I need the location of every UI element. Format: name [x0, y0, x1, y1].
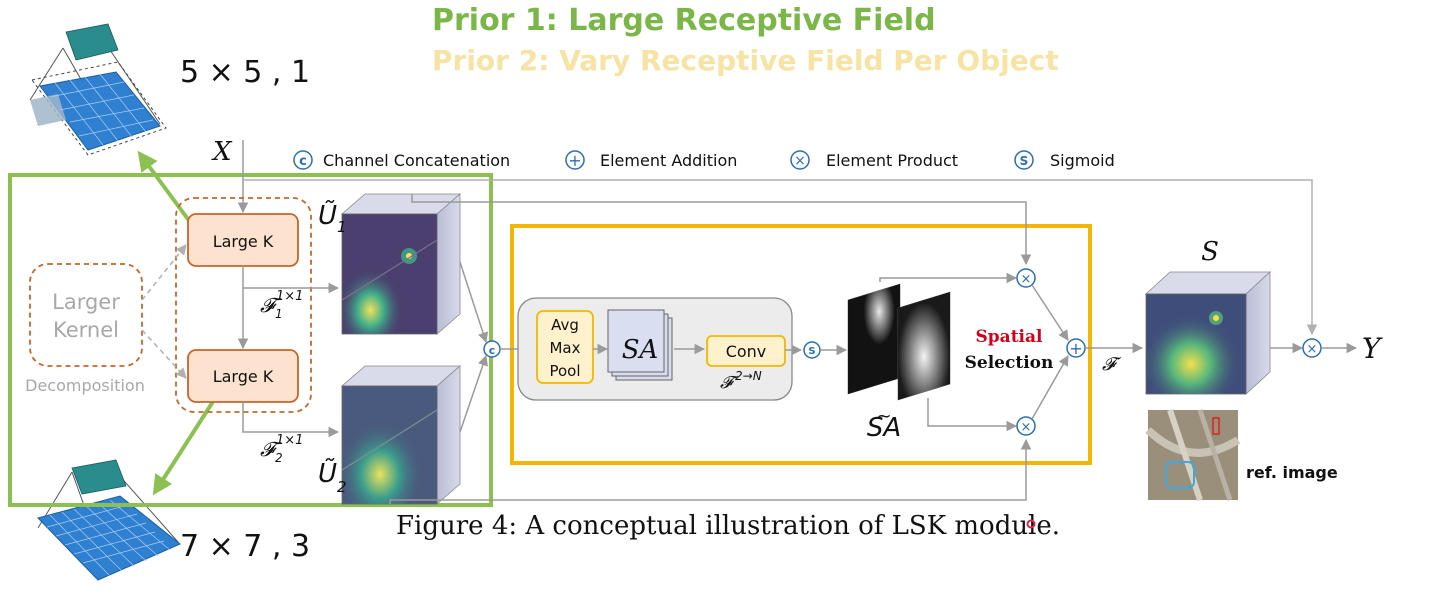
prior1-title: Prior 1: Large Receptive Field: [432, 3, 936, 38]
u1-label: Ũ 1: [318, 199, 347, 236]
ref-image-label: ref. image: [1246, 463, 1338, 482]
svg-text:1: 1: [275, 307, 283, 321]
sa-label: SA: [622, 335, 659, 365]
svg-text:2: 2: [337, 478, 347, 496]
u1-feature-cube: [340, 193, 462, 335]
svg-text:~: ~: [876, 406, 891, 427]
green-frame: [8, 173, 493, 507]
s-feature-cube: [1144, 271, 1272, 395]
product-legend-label: Element Product: [826, 151, 958, 170]
selection-label: Selection: [965, 353, 1054, 373]
spatial-label: Spatial: [976, 327, 1044, 347]
svg-text:×: ×: [1021, 420, 1032, 435]
conv-node: [706, 335, 786, 367]
add-op-icon: +: [1066, 338, 1086, 358]
legend: c Channel Concatenation + Element Additi…: [293, 150, 1115, 170]
larger-kernel-node: [29, 263, 143, 367]
concat-legend-icon: c: [293, 150, 313, 170]
concat-op-icon: c: [483, 340, 501, 358]
decomposition-label: Decomposition: [25, 376, 145, 395]
small-kernel-grid-illustration: [29, 23, 167, 156]
concat-legend-label: Channel Concatenation: [323, 151, 510, 170]
svg-text:1×1: 1×1: [276, 433, 303, 448]
sigmoid-legend-label: Sigmoid: [1050, 151, 1115, 170]
large-kernel-label: 7 × 7 , 3: [180, 529, 310, 564]
pool-line3: Pool: [549, 362, 580, 380]
green-arrow-top: [137, 150, 192, 224]
svg-text:×: ×: [1021, 272, 1032, 287]
larger-kernel-line1: Larger: [52, 290, 120, 314]
sigmoid-legend-icon: S: [1014, 150, 1034, 170]
arrow-bottom-product-to-add: [1031, 355, 1069, 420]
fusion-label: 𝓕: [1102, 354, 1122, 375]
arrow-top-product-to-add: [1031, 284, 1069, 341]
arrow-x-bypass: [243, 179, 1318, 336]
dashed-arrow-to-bottom: [141, 329, 187, 379]
spatial-attention-maps: [847, 283, 951, 401]
pool-node: [536, 310, 594, 384]
small-kernel-label: 5 × 5 , 1: [180, 55, 310, 90]
f2-label: 𝓕 1×1 2: [260, 433, 303, 465]
bottom-product-op-icon: ×: [1016, 416, 1036, 436]
sigmoid-op-icon: S: [803, 341, 821, 359]
svg-text:c: c: [299, 154, 307, 169]
pool-line1: Avg: [551, 316, 579, 334]
svg-text:×: ×: [1307, 342, 1318, 357]
arrow-u2-to-concat: [459, 355, 488, 433]
output-y-label: Y: [1362, 332, 1383, 365]
svg-text:Ũ: Ũ: [318, 199, 337, 231]
input-x-label: X: [211, 137, 233, 167]
large-k-bottom-label: Large K: [213, 367, 274, 386]
svg-text:1×1: 1×1: [276, 289, 303, 304]
svg-text:1: 1: [337, 218, 347, 236]
u2-feature-cube: [340, 365, 462, 505]
arrow-map-to-bottom-product: [927, 398, 1018, 432]
f1-label: 𝓕 1×1 1: [260, 289, 303, 321]
arrow-to-u2: [242, 402, 340, 438]
svg-text:2: 2: [275, 451, 283, 465]
arrow-u2-to-bottom-product: [389, 438, 1032, 504]
top-product-op-icon: ×: [1016, 268, 1036, 288]
figure-caption: Figure 4: A conceptual illustration of L…: [396, 511, 1060, 541]
green-arrow-bottom: [152, 398, 216, 496]
product-legend-icon: ×: [790, 150, 810, 170]
svg-text:2→N: 2→N: [735, 369, 762, 383]
yellow-frame: [510, 224, 1092, 465]
prior2-title: Prior 2: Vary Receptive Field Per Object: [432, 44, 1059, 77]
conv-op-label: 𝓕 2→N: [720, 369, 762, 393]
s-label: S: [1201, 237, 1219, 267]
sa-tilde-label: ~ SA: [867, 406, 901, 443]
large-kernel-grid-illustration: [37, 459, 181, 581]
pool-line2: Max: [549, 339, 580, 357]
svg-text:+: +: [1069, 339, 1082, 358]
final-product-op-icon: ×: [1302, 338, 1322, 358]
svg-text:c: c: [489, 344, 496, 357]
svg-text:SA: SA: [867, 413, 901, 443]
u2-label: Ũ 2: [318, 457, 347, 496]
svg-text:×: ×: [794, 153, 806, 169]
svg-text:S: S: [808, 346, 815, 357]
add-legend-label: Element Addition: [600, 151, 737, 170]
arrow-u1-to-top-product: [411, 194, 1032, 266]
add-legend-icon: +: [565, 150, 585, 170]
reference-aerial-image: [1145, 409, 1241, 501]
conv-label: Conv: [726, 342, 767, 361]
large-k-top-label: Large K: [213, 232, 274, 251]
arrow-map-to-top-product: [879, 272, 1018, 284]
sa-feature-stack: [607, 309, 673, 381]
larger-kernel-line2: Kernel: [53, 318, 119, 342]
svg-text:+: +: [568, 151, 581, 170]
cursor-dot: [1026, 519, 1036, 529]
svg-text:S: S: [1020, 154, 1029, 168]
dashed-arrow-to-top: [141, 244, 187, 301]
svg-text:Ũ: Ũ: [318, 457, 337, 489]
arrow-u1-to-concat: [459, 261, 489, 343]
